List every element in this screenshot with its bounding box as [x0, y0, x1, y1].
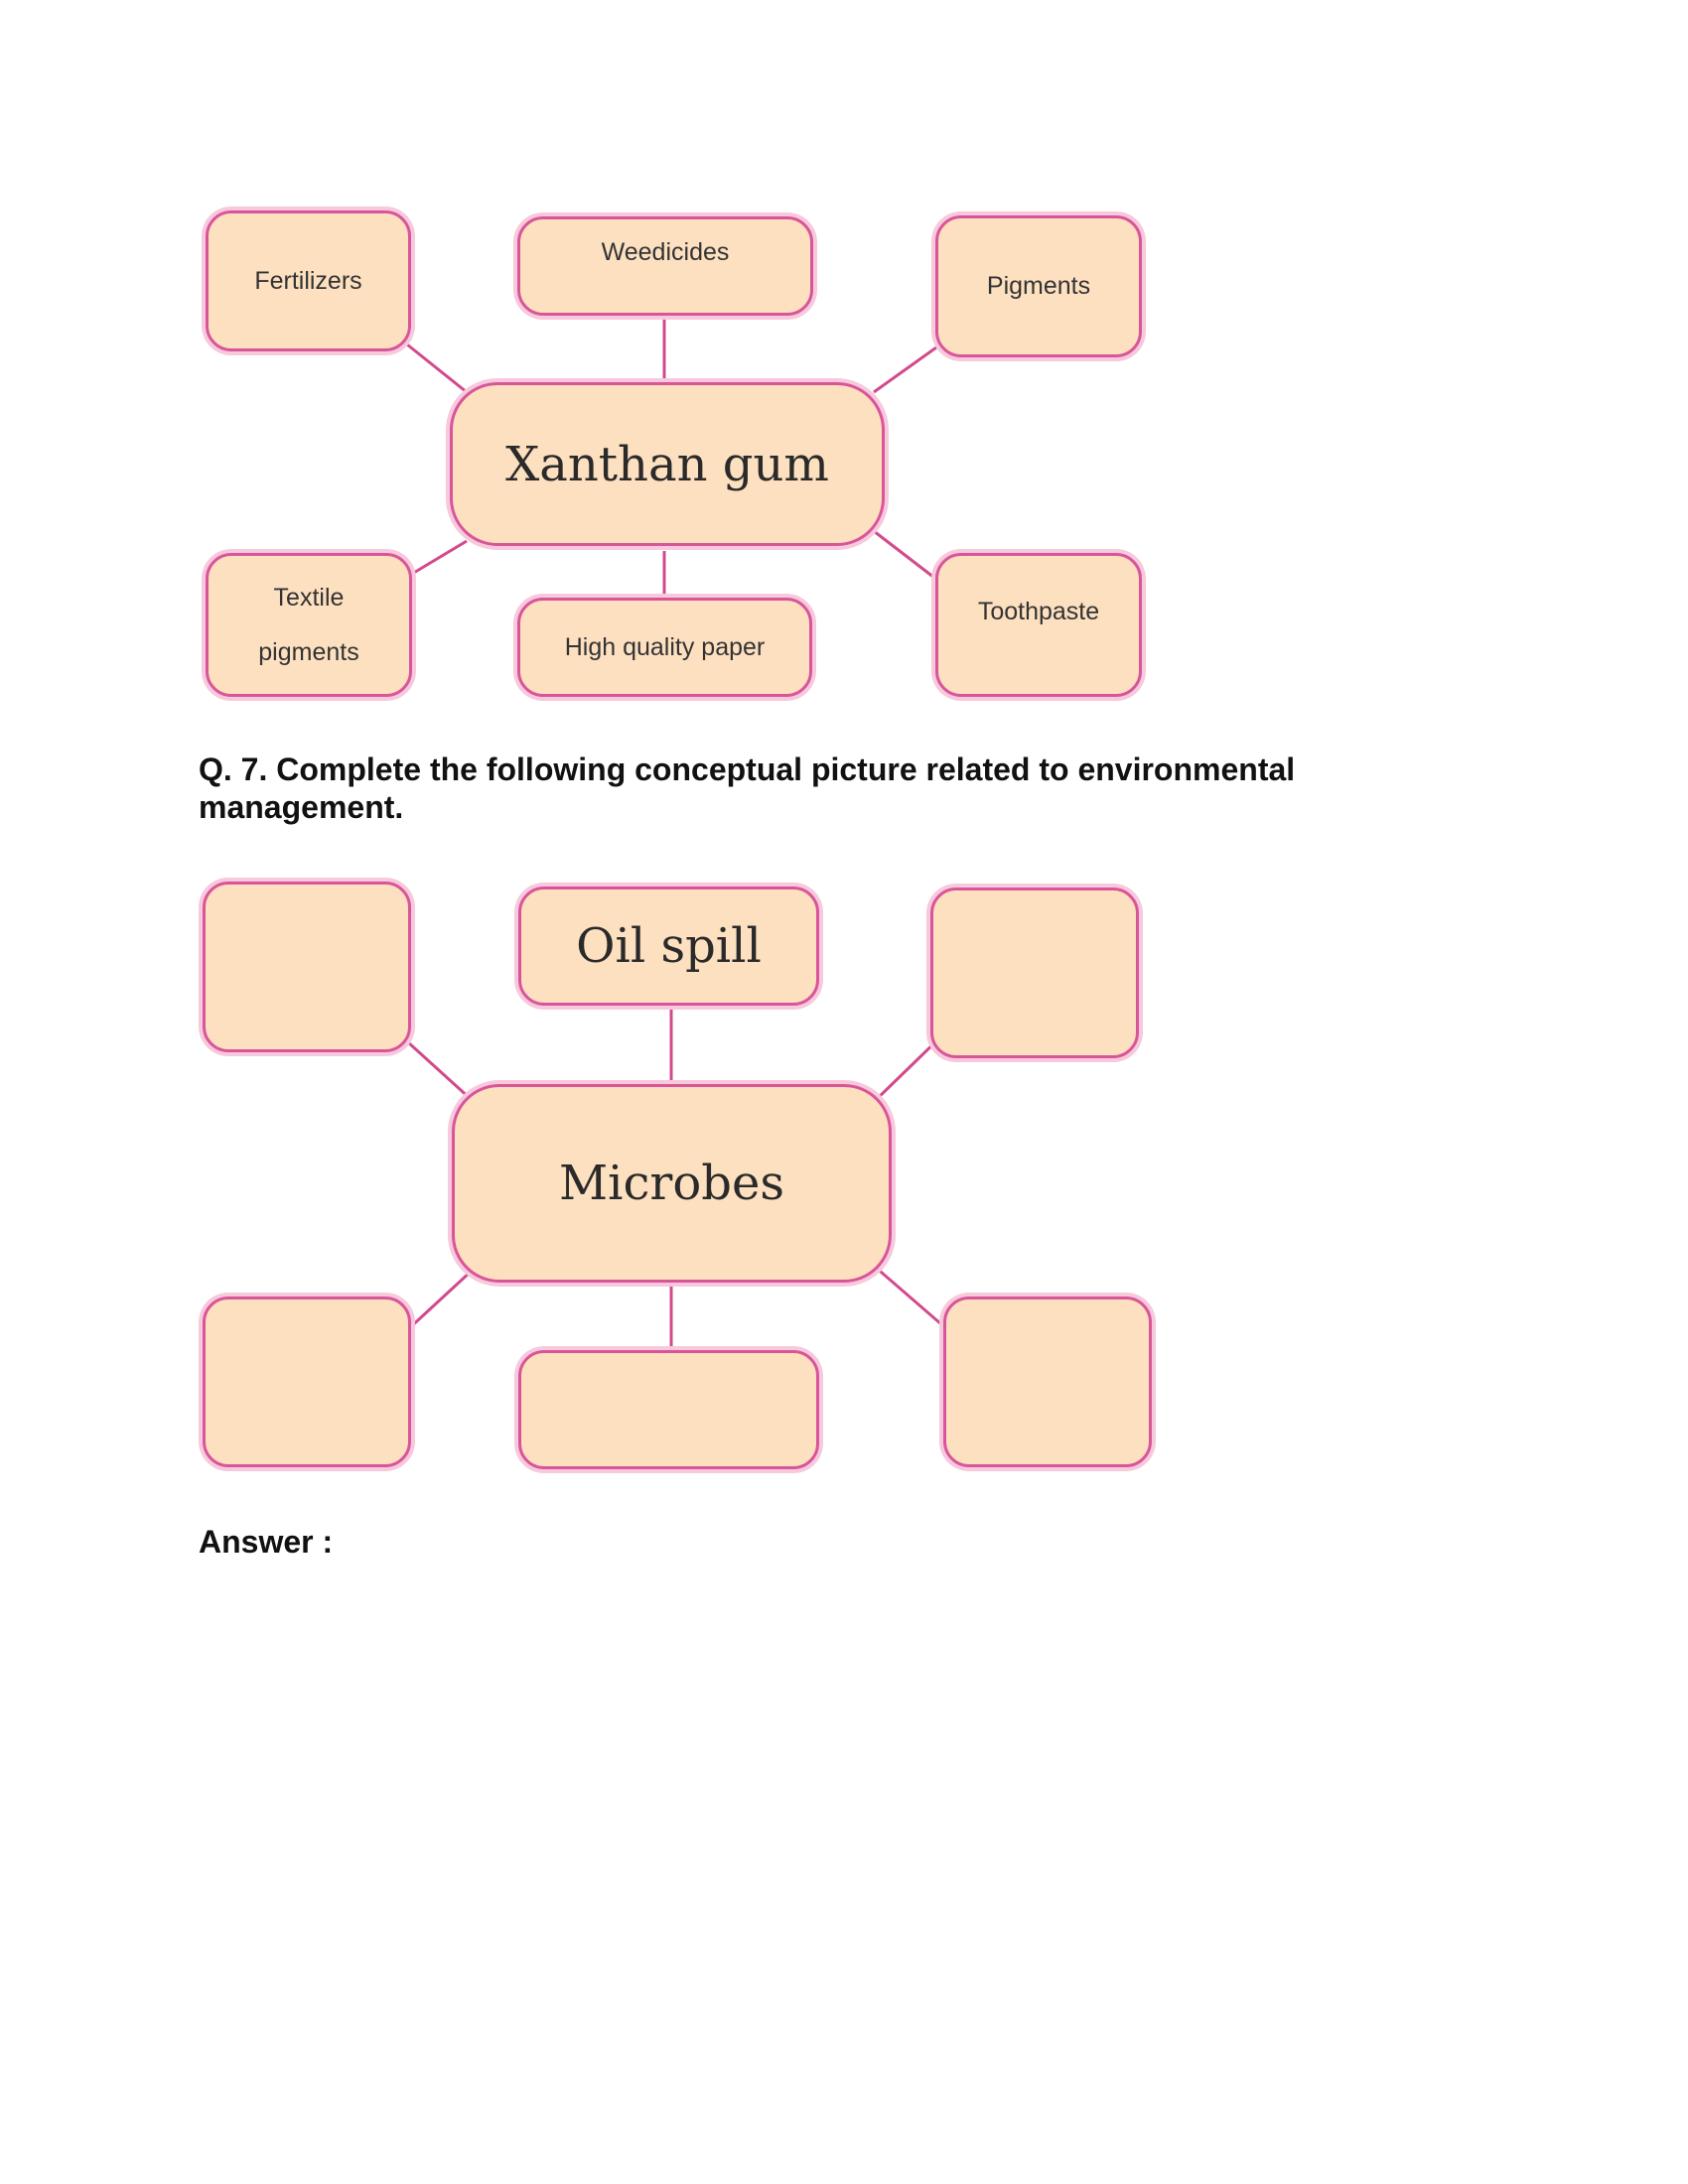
microbes-title: Microbes: [559, 1156, 784, 1211]
node-oil-spill: Oil spill: [518, 887, 819, 1006]
connector-top-left: [401, 339, 468, 394]
node-oil-spill-label: Oil spill: [576, 918, 762, 974]
connector-bottom-left-2: [405, 1269, 474, 1332]
textile-pigments-line2: pigments: [258, 637, 359, 666]
xanthan-gum-diagram: Fertilizers Weedicides Pigments Xanthan …: [0, 199, 1688, 715]
node-microbes: Microbes: [452, 1084, 892, 1283]
node-empty-top-right: [930, 887, 1139, 1058]
microbes-diagram: Oil spill Microbes: [0, 864, 1688, 1479]
connector-bottom-right-2: [873, 1264, 949, 1332]
node-empty-bottom-center: [518, 1350, 819, 1469]
node-xanthan-gum: Xanthan gum: [450, 382, 885, 546]
answer-label: Answer :: [199, 1524, 334, 1560]
connector-top-left-2: [395, 1030, 474, 1102]
node-pigments-label: Pigments: [986, 272, 1091, 300]
node-fertilizers: Fertilizers: [206, 210, 411, 351]
xanthan-gum-connectors: [401, 316, 944, 598]
node-weedicides-label: Weedicides: [601, 237, 730, 266]
node-empty-bottom-left: [203, 1297, 411, 1467]
node-weedicides: Weedicides: [517, 216, 813, 316]
node-toothpaste-label: Toothpaste: [977, 598, 1100, 625]
textile-pigments-text: Textile pigments: [258, 583, 359, 666]
node-empty-top-left: [203, 882, 411, 1052]
node-toothpaste: Toothpaste: [935, 553, 1142, 697]
textile-pigments-line1: Textile: [273, 583, 345, 612]
connector-top-right-2: [872, 1032, 945, 1104]
connector-top-right: [873, 341, 944, 394]
node-high-quality-paper-label: High quality paper: [564, 632, 766, 661]
connector-bottom-right: [873, 529, 939, 583]
node-textile-pigments: Textile pigments: [206, 553, 412, 697]
question-7-text: Q. 7. Complete the following conceptual …: [199, 751, 1296, 825]
xanthan-gum-title: Xanthan gum: [505, 436, 829, 492]
connector-bottom-left: [411, 539, 468, 576]
node-high-quality-paper: High quality paper: [517, 598, 812, 697]
node-pigments: Pigments: [935, 215, 1142, 357]
microbes-connectors: [395, 1006, 949, 1352]
node-empty-bottom-right: [943, 1297, 1152, 1467]
node-fertilizers-label: Fertilizers: [254, 266, 362, 295]
